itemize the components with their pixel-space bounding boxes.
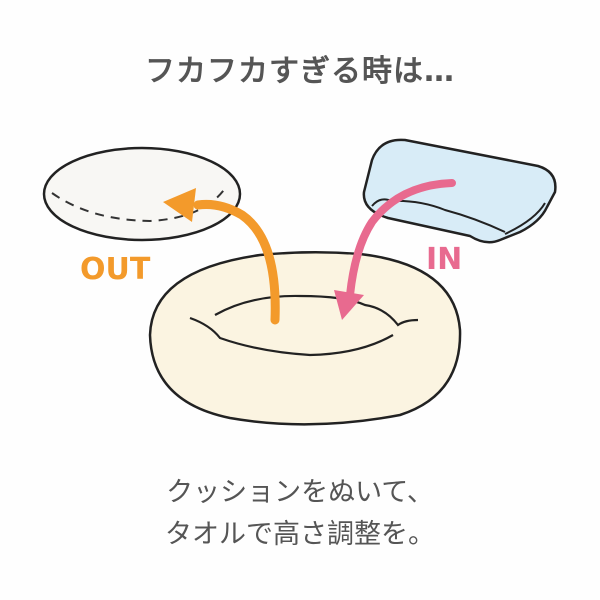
donut-bed-icon: [148, 250, 462, 426]
in-label: IN: [426, 242, 463, 277]
in-arrow-icon: [334, 179, 456, 320]
out-label: OUT: [80, 252, 151, 287]
caption: クッションをぬいて、 タオルで高さ調整を。: [0, 472, 600, 556]
towel-icon: [362, 138, 557, 244]
out-arrow-icon: [163, 188, 280, 325]
caption-line-2: タオルで高さ調整を。: [165, 519, 435, 550]
caption-line-1: クッションをぬいて、: [166, 477, 434, 508]
cushion-icon: [42, 146, 242, 242]
page-title: フカフカすぎる時は…: [145, 54, 455, 89]
